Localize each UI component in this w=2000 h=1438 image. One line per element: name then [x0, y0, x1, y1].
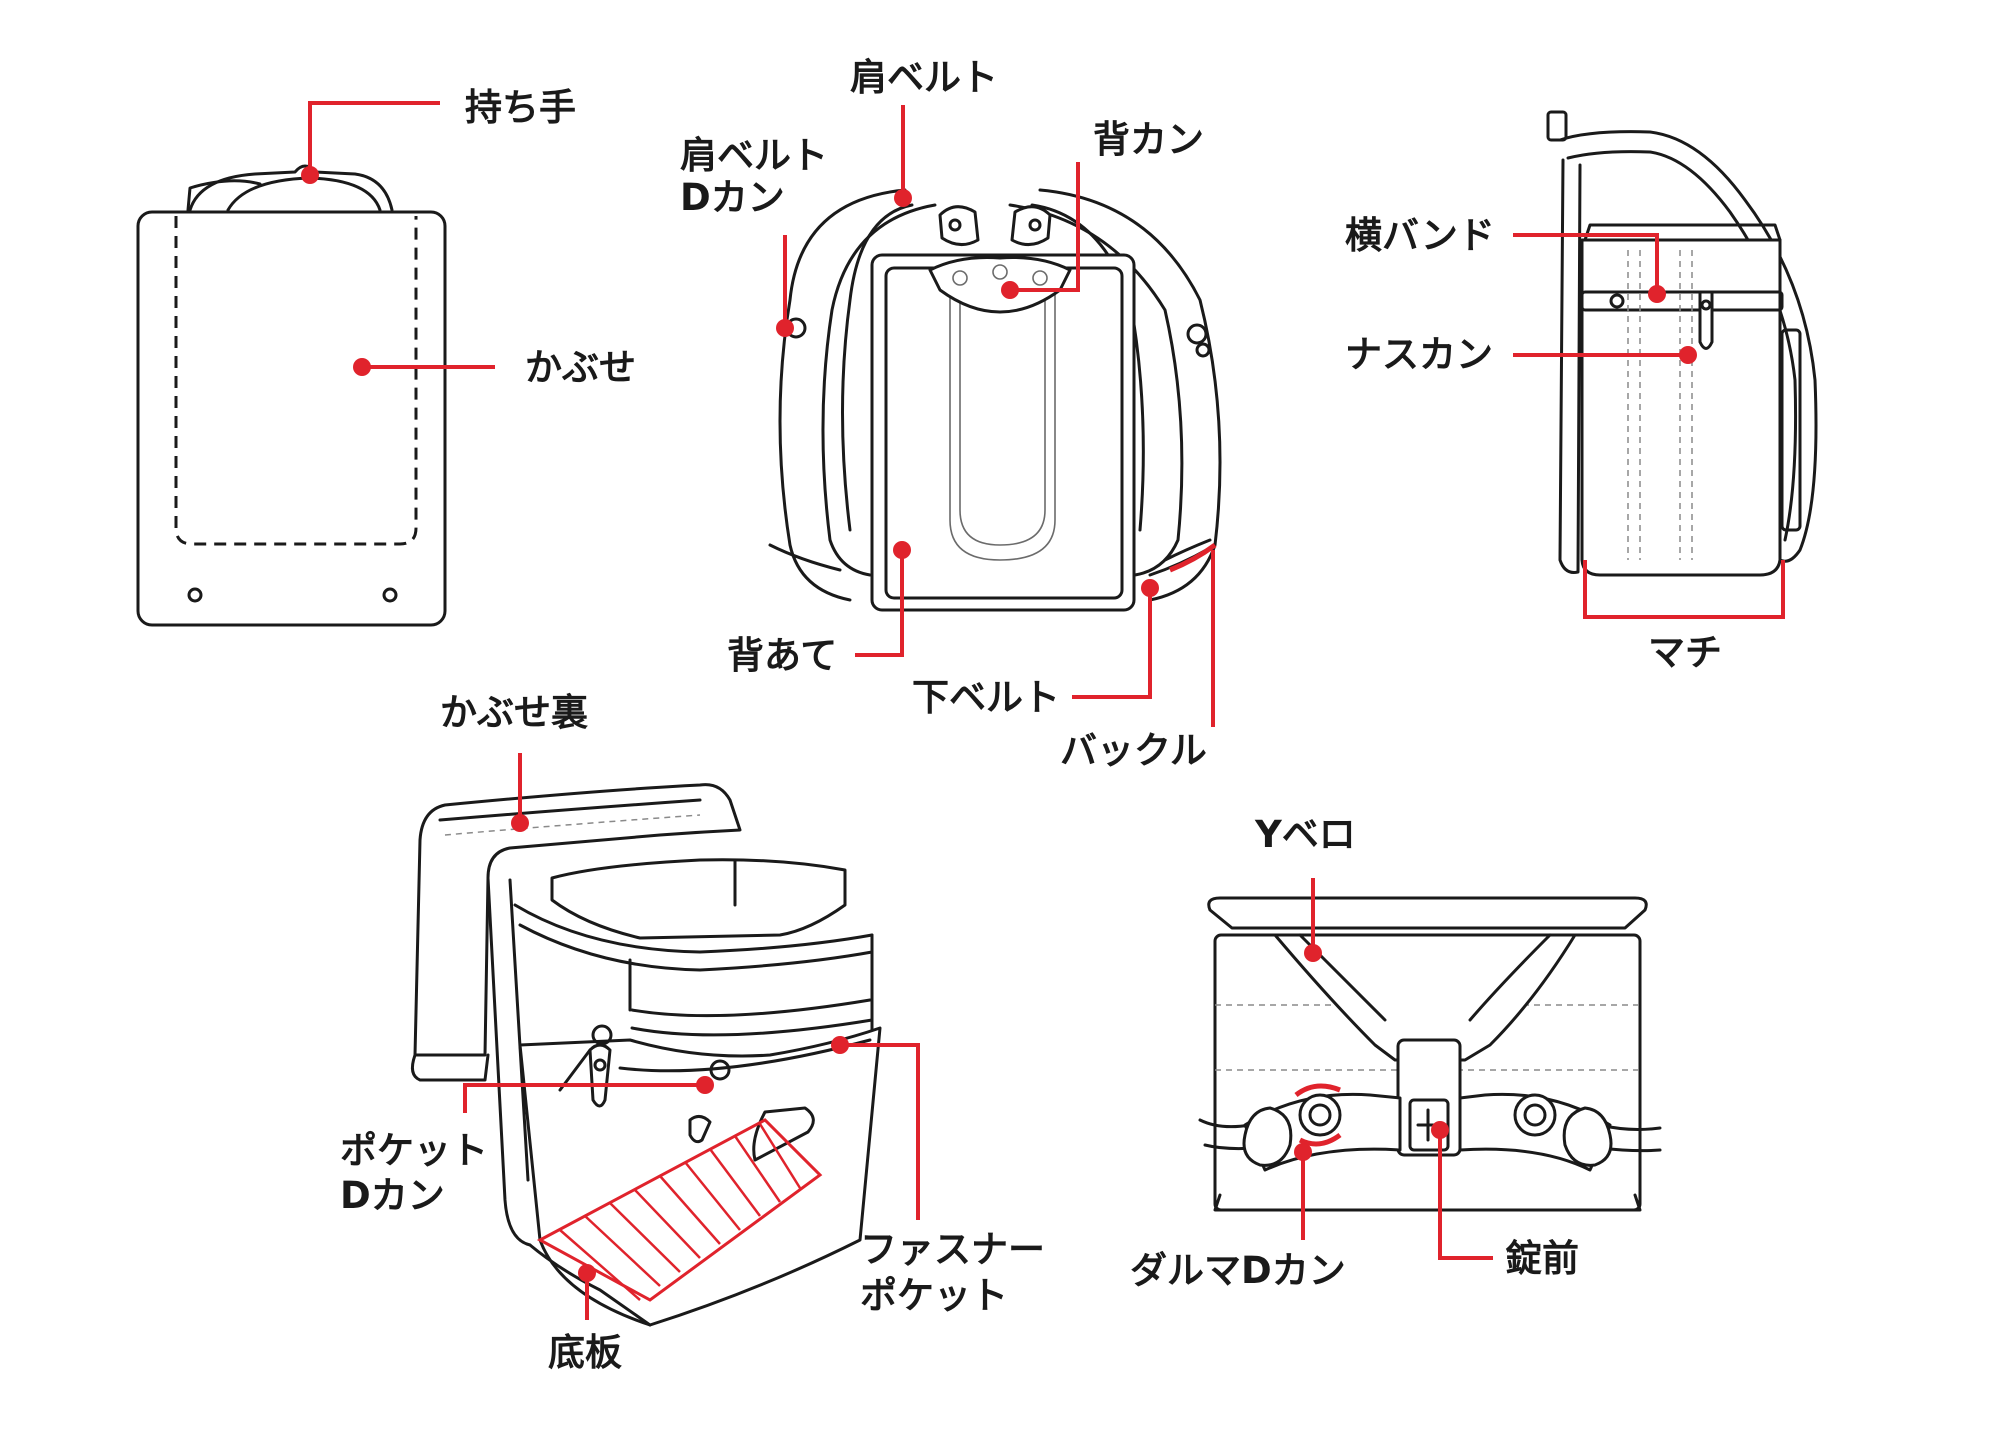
label-fastener-pocket-line2: ポケット: [860, 1274, 1008, 1317]
label-shita-belt: 下ベルト: [912, 676, 1060, 719]
label-pocket-dkan-line2: Dカン: [340, 1174, 445, 1217]
label-kata-belt: 肩ベルト: [850, 56, 998, 99]
leader-shita-belt: [1072, 588, 1152, 699]
label-buckle: バックル: [1060, 729, 1207, 772]
label-kabuse-ura: かぶせ裏: [440, 691, 589, 734]
label-sokoita: 底板: [548, 1331, 622, 1374]
label-daruma-dkan: ダルマDカン: [1130, 1249, 1346, 1292]
label-fastener-pocket-line1: ファスナー: [860, 1228, 1045, 1271]
leader-pocket-dkan: [463, 1083, 705, 1113]
leader-fastener-pocket: [840, 1043, 920, 1220]
label-kata-belt-dkan-line1: 肩ベルト: [680, 134, 828, 177]
label-jomae: 錠前: [1505, 1237, 1579, 1280]
bottom-view: [1198, 896, 1662, 1212]
label-kata-belt-dkan-line2: Dカン: [680, 176, 785, 219]
label-pocket-dkan-line1: ポケット: [340, 1129, 488, 1172]
leader-yoko-band: [1513, 233, 1659, 294]
label-nasukan: ナスカン: [1345, 333, 1493, 376]
label-seate: 背あて: [727, 634, 837, 677]
open-view: [410, 783, 882, 1327]
label-sekan: 背カン: [1093, 118, 1204, 161]
leader-jomae: [1438, 1130, 1493, 1260]
label-y-bero: Yベロ: [1254, 813, 1356, 856]
leader-lines: [301, 101, 1785, 1320]
label-kabuse: かぶせ: [525, 346, 636, 389]
front-view: [136, 164, 447, 627]
label-machi: マチ: [1648, 631, 1722, 674]
leader-machi: [1583, 560, 1785, 619]
back-view: [768, 188, 1222, 612]
leader-mochite: [308, 101, 440, 175]
leader-seate: [855, 550, 904, 657]
leader-sekan: [1010, 162, 1080, 292]
side-view: [1546, 110, 1818, 577]
labels: 持ち手 かぶせ 肩ベルト 肩ベルト Dカン 背カン 背あて 下ベルト バックル …: [340, 56, 1722, 1374]
label-mochite: 持ち手: [465, 86, 576, 129]
label-yoko-band: 横バンド: [1345, 214, 1495, 257]
